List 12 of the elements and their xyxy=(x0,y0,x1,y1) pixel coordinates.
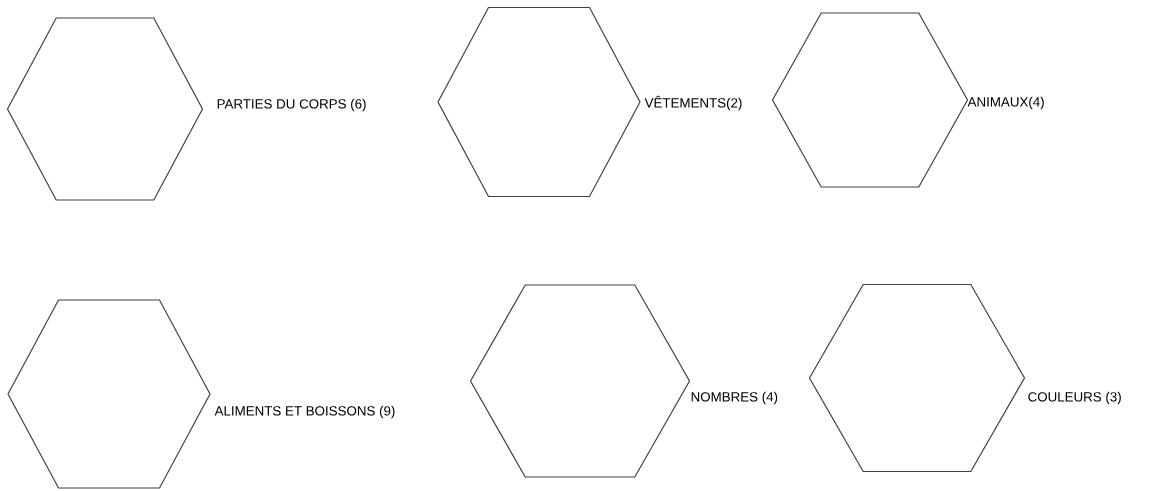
category-label: VÊTEMENTS(2) xyxy=(644,95,742,111)
category-label: COULEURS (3) xyxy=(1028,391,1121,405)
hexagon xyxy=(437,6,641,198)
category-label: PARTIES DU CORPS (6) xyxy=(217,98,366,112)
category-label: ALIMENTS ET BOISSONS (9) xyxy=(214,405,395,419)
hexagon xyxy=(6,17,204,201)
category-label: NOMBRES (4) xyxy=(691,391,778,405)
hexagon xyxy=(808,283,1026,473)
hexagon xyxy=(469,284,691,478)
category-label: ANIMAUX(4) xyxy=(967,96,1044,110)
hexagon xyxy=(7,299,211,489)
hexagon xyxy=(771,12,969,188)
